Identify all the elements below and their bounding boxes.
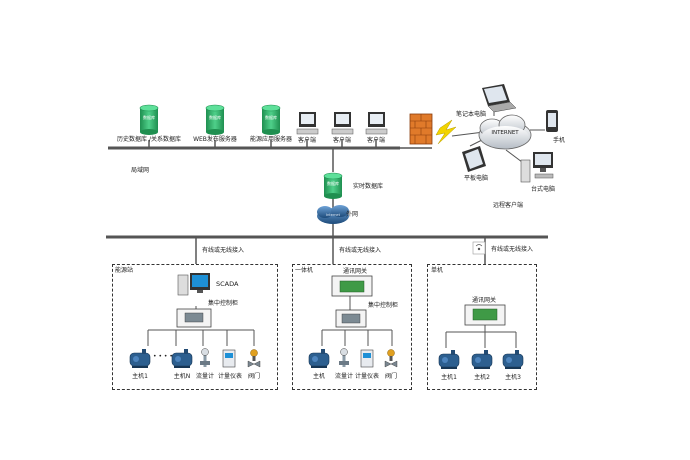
integrated-group (292, 264, 412, 390)
extranet-cloud-icon (317, 205, 349, 224)
integrated-flowmeter-icon (339, 348, 349, 367)
client-monitor-3-icon (365, 112, 388, 135)
single-gateway-label: 通讯网关 (472, 297, 497, 304)
station-hostN-label: 主机N (173, 373, 191, 380)
history-db-icon (139, 104, 159, 135)
station-meter-icon (222, 349, 236, 368)
link-label-3: 有线或无线接入 (491, 246, 534, 253)
integrated-meter-label: 计量仪表 (354, 373, 380, 380)
remote-client-label: 远程客户端 (493, 202, 524, 209)
single-host1-boiler-icon (438, 350, 460, 369)
integrated-gateway-label: 通讯网关 (343, 268, 368, 275)
phone-label: 手机 (553, 137, 566, 144)
laptop-icon (482, 84, 517, 113)
link-label-2: 有线或无线接入 (339, 247, 382, 254)
laptop-label: 笔记本电脑 (456, 111, 487, 118)
single-group (427, 264, 537, 390)
web-db-icon (205, 104, 225, 135)
link-label-1: 有线或无线接入 (202, 247, 245, 254)
station-host1-boiler-icon (129, 349, 151, 368)
client-2-label: 客户端 (332, 137, 352, 144)
realtime-db-label: 实时数据库 (353, 183, 384, 190)
db-tag-3: 数据库 (265, 115, 277, 120)
station-valve-icon (247, 349, 261, 368)
realtime-db-icon (323, 172, 343, 199)
extranet-label: 外网 (346, 211, 359, 218)
station-title: 能源站 (115, 267, 134, 274)
firewall-icon (409, 113, 433, 145)
single-host1-label: 主机1 (441, 374, 457, 381)
client-1-label: 客户端 (297, 137, 317, 144)
station-dots: • • • • (153, 353, 173, 360)
app-db-icon (261, 104, 281, 135)
single-host3-boiler-icon (502, 350, 524, 369)
tablet-label: 平板电脑 (464, 175, 489, 182)
integrated-gateway-icon (331, 275, 373, 297)
integrated-valve-icon (384, 349, 398, 368)
extranet-cloud-tag: Internet (326, 213, 340, 217)
internet-label: INTERNET (491, 130, 519, 136)
db-tag-1: 数据库 (143, 115, 155, 120)
integrated-valve-label: 阀门 (384, 373, 398, 380)
client-3-label: 客户端 (366, 137, 386, 144)
station-flowmeter-icon (200, 348, 210, 367)
integrated-flowmeter-label: 流量计 (334, 373, 354, 380)
db-tag-2: 数据库 (209, 115, 221, 120)
single-host3-label: 主机3 (505, 374, 521, 381)
station-control-cabinet-icon (176, 308, 212, 328)
station-meter-label: 计量仪表 (217, 373, 243, 380)
station-group (112, 264, 278, 390)
phone-icon (546, 110, 558, 132)
client-monitor-1-icon (296, 112, 319, 135)
web-server-label: WEB发布服务器 (193, 136, 237, 143)
station-cabinet-label: 集中控制柜 (208, 300, 239, 307)
single-host2-label: 主机2 (474, 374, 490, 381)
db-tag-4: 数据库 (327, 181, 339, 186)
integrated-host-boiler-icon (308, 349, 330, 368)
station-flowmeter-label: 流量计 (195, 373, 215, 380)
lightning-icon (435, 119, 457, 145)
integrated-title: 一体机 (295, 267, 314, 274)
internet-cloud-icon (478, 114, 532, 150)
single-gateway-icon (464, 304, 506, 326)
history-db-label: 历史数据库 /关系数据库 (117, 136, 181, 143)
integrated-control-cabinet-icon (335, 309, 367, 328)
app-server-label: 能源应用服务器 (249, 136, 293, 143)
station-valve-label: 阀门 (247, 373, 261, 380)
single-host2-boiler-icon (471, 350, 493, 369)
station-host1-label: 主机1 (132, 373, 148, 380)
desktop-label: 台式电脑 (531, 186, 556, 193)
client-monitor-2-icon (331, 112, 354, 135)
desktop-icon (520, 152, 554, 183)
integrated-cabinet-label: 集中控制柜 (368, 302, 399, 309)
tablet-icon (462, 146, 486, 172)
wireless-icon (472, 241, 486, 255)
integrated-host-label: 主机 (312, 373, 326, 380)
station-hostN-boiler-icon (171, 349, 193, 368)
scada-label: SCADA (216, 280, 239, 288)
integrated-meter-icon (360, 349, 374, 368)
single-title: 单机 (431, 267, 444, 274)
scada-computer-icon (177, 273, 210, 296)
lan-label: 局域网 (131, 167, 150, 174)
